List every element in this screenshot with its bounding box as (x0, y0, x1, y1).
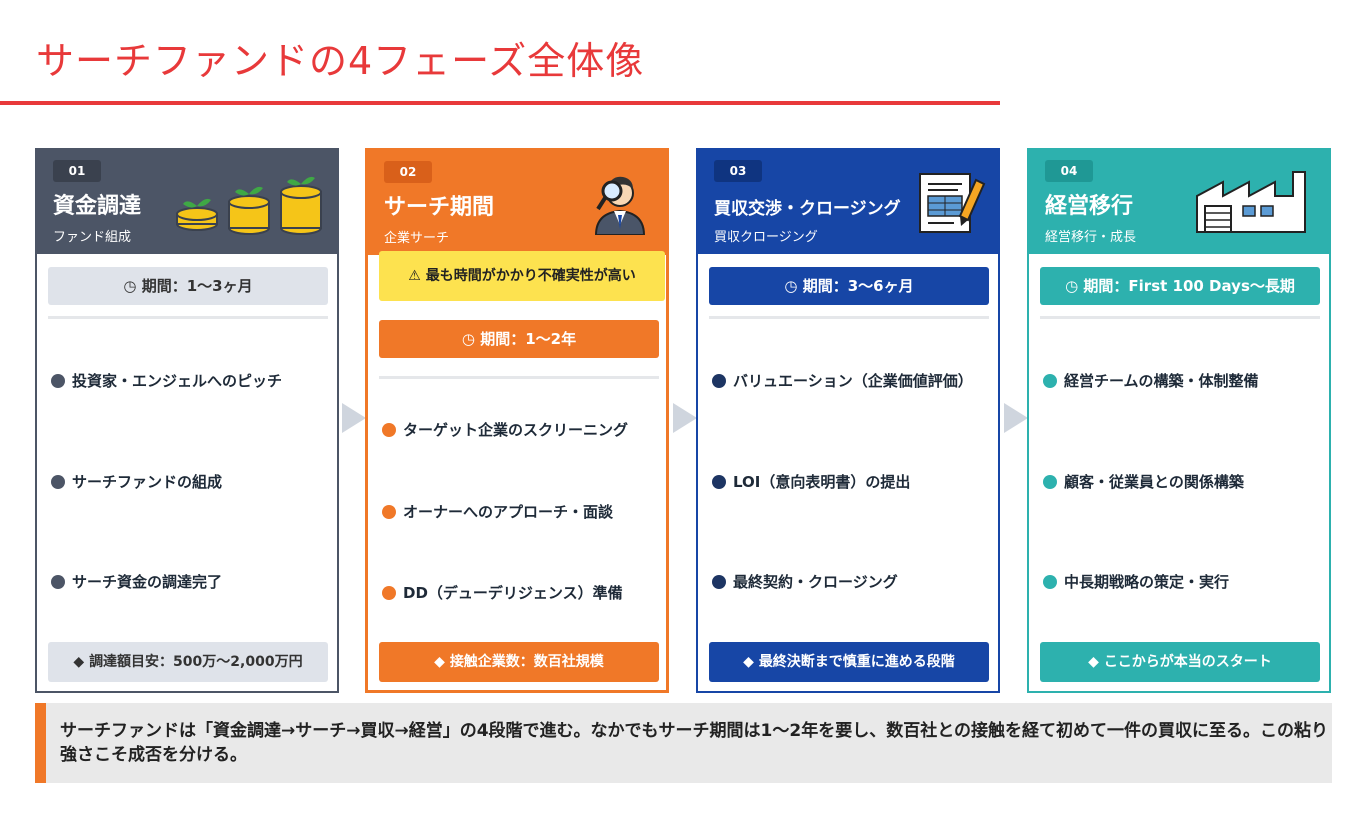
phase-title: サーチ期間 (384, 195, 495, 220)
phase-card-acquisition: 03 買収交渉・クロージング 買収クロージング ◷ 期間：3〜6ヶ月 バリュエー… (696, 148, 1000, 693)
list-item: DD（デューデリジェンス）準備 (382, 582, 623, 603)
arrow-right-icon (342, 403, 366, 433)
bullet-dot (1043, 474, 1057, 489)
list-item: 経営チームの構築・体制整備 (1043, 370, 1259, 391)
phase-card-management: 04 経営移行 経営移行・成長 ◷ 期間：First 100 Days〜長期 経… (1027, 148, 1331, 693)
phase-header: 02 サーチ期間 企業サーチ (368, 151, 666, 255)
bullet-dot (1043, 574, 1057, 589)
phase-number-badge: 01 (53, 160, 101, 182)
phase-subtitle: 買収クロージング (714, 230, 818, 245)
phase-title: 資金調達 (53, 194, 142, 219)
list-item: サーチファンドの組成 (51, 471, 222, 492)
phase-subtitle: ファンド組成 (53, 230, 132, 245)
phase-number-badge: 02 (384, 161, 432, 183)
divider (709, 316, 989, 319)
phase-card-fundraising: 01 資金調達 ファンド組成 ◷ 期間：1〜3ヶ月 投資家・エンジェルへ (35, 148, 339, 693)
bullet-dot (51, 373, 65, 388)
bullet-dot (51, 474, 65, 489)
list-item: 中長期戦略の策定・実行 (1043, 571, 1229, 592)
bullet-dot (1043, 373, 1057, 388)
divider (1040, 316, 1320, 319)
divider (48, 316, 328, 319)
page-title: サーチファンドの4フェーズ全体像 (36, 39, 645, 83)
phase-footer: ◆ 接触企業数：数百社規模 (379, 642, 659, 682)
list-item: オーナーへのアプローチ・面談 (382, 501, 613, 522)
list-item: サーチ資金の調達完了 (51, 571, 222, 592)
period-label: ◷ 期間：1〜2年 (379, 320, 659, 358)
phase-subtitle: 経営移行・成長 (1045, 230, 1137, 245)
phase-card-search: 02 サーチ期間 企業サーチ ⚠ 最も時間がかかり不確実性が高い ◷ 期間：1〜… (365, 148, 669, 693)
bullet-dot (382, 504, 396, 519)
phase-number-badge: 03 (714, 160, 762, 182)
list-item: 投資家・エンジェルへのピッチ (51, 370, 282, 391)
warning-banner: ⚠ 最も時間がかかり不確実性が高い (379, 251, 665, 301)
bullet-dot (382, 422, 396, 437)
summary-note: サーチファンドは「資金調達→サーチ→買収→経営」の4段階で進む。なかでもサーチ期… (35, 703, 1332, 783)
coins-sprout-icon (176, 176, 322, 235)
bullet-dot (51, 574, 65, 589)
phase-subtitle: 企業サーチ (384, 231, 450, 246)
bullet-dot (382, 585, 396, 600)
list-item: LOI（意向表明書）の提出 (712, 471, 910, 492)
phase-header: 03 買収交渉・クロージング 買収クロージング (698, 150, 998, 254)
summary-text: サーチファンドは「資金調達→サーチ→買収→経営」の4段階で進む。なかでもサーチ期… (60, 721, 1329, 765)
phase-number-badge: 04 (1045, 160, 1093, 182)
bullet-dot (712, 373, 726, 388)
factory-icon (1196, 171, 1306, 233)
title-underline (0, 101, 1000, 105)
bullet-dot (712, 474, 726, 489)
phase-footer: ◆ 調達額目安：500万〜2,000万円 (48, 642, 328, 682)
period-label: ◷ 期間：First 100 Days〜長期 (1040, 267, 1320, 305)
magnifier-person-icon (594, 176, 646, 235)
list-item: バリュエーション（企業価値評価） (712, 370, 973, 391)
phase-header: 04 経営移行 経営移行・成長 (1029, 150, 1329, 254)
period-label: ◷ 期間：1〜3ヶ月 (48, 267, 328, 305)
divider (379, 376, 659, 379)
arrow-right-icon (673, 403, 697, 433)
arrow-right-icon (1004, 403, 1028, 433)
list-item: ターゲット企業のスクリーニング (382, 419, 628, 440)
phase-title: 買収交渉・クロージング (714, 199, 901, 219)
document-pen-icon (919, 173, 986, 233)
bullet-dot (712, 574, 726, 589)
phase-title: 経営移行 (1045, 194, 1134, 219)
list-item: 顧客・従業員との関係構築 (1043, 471, 1244, 492)
phase-footer: ◆ ここからが本当のスタート (1040, 642, 1320, 682)
period-label: ◷ 期間：3〜6ヶ月 (709, 267, 989, 305)
list-item: 最終契約・クロージング (712, 571, 898, 592)
phase-footer: ◆ 最終決断まで慎重に進める段階 (709, 642, 989, 682)
phase-header: 01 資金調達 ファンド組成 (37, 150, 337, 254)
